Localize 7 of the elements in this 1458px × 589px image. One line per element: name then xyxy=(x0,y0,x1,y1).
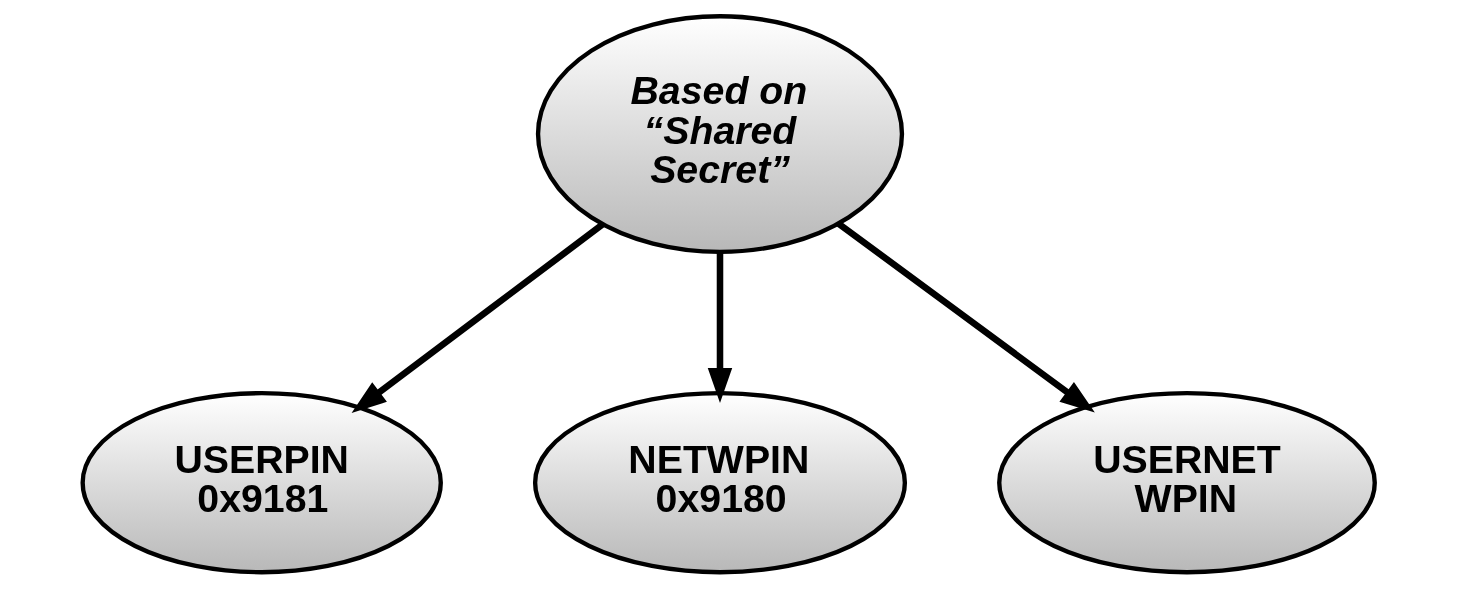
arrow xyxy=(836,220,1095,413)
node-ellipse: USERNET WPIN xyxy=(997,391,1377,575)
node-ellipse: NETWPIN 0x9180 xyxy=(532,391,908,575)
node-ellipse: Based on “Shared Secret” xyxy=(535,14,905,255)
node-ellipse: USERPIN 0x9181 xyxy=(80,391,443,575)
arrow xyxy=(351,221,605,413)
arrow xyxy=(707,251,733,403)
